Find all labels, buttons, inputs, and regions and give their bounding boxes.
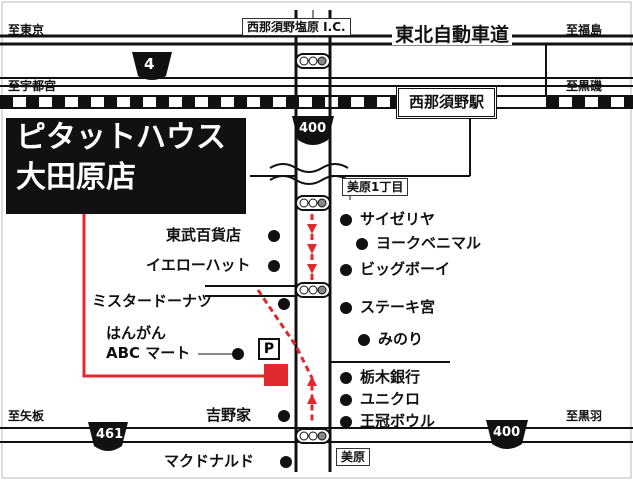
station-label: 西那須野駅 <box>396 86 498 119</box>
railway-tie <box>104 97 117 107</box>
shop-title-line1: ピタットハウス <box>16 120 226 155</box>
railway-tie <box>208 97 221 107</box>
route-400-north-number: 400 <box>299 121 327 136</box>
shop-steak: ステーキ宮 <box>360 298 436 316</box>
railway-tie <box>286 97 299 107</box>
signal-mihara1 <box>295 195 331 211</box>
railway-tie <box>78 97 91 107</box>
access-route-dashed <box>256 289 314 424</box>
marker-bigboy <box>340 264 352 276</box>
marker-yorkbenimaru <box>356 238 368 250</box>
label-to-tokyo: 至東京 <box>8 23 45 37</box>
route-400-south-number: 400 <box>493 425 521 440</box>
shop-yoshinoya: 吉野家 <box>206 406 252 424</box>
shop-title-box: ピタットハウス 大田原店 <box>6 118 246 214</box>
marker-minori <box>358 334 370 346</box>
marker-uniqlo <box>340 394 352 406</box>
railway-tie <box>26 97 39 107</box>
railway-tie <box>312 97 325 107</box>
marker-yoshinoya <box>278 410 290 422</box>
intersection-mihara: 美原 <box>336 448 371 466</box>
shop-hangan: はんがん <box>106 324 167 342</box>
route-461-number: 461 <box>96 427 124 442</box>
parking-sign: P <box>258 338 280 360</box>
marker-steak <box>340 302 352 314</box>
route-400-shield-south <box>486 420 528 449</box>
access-route-red <box>82 214 264 378</box>
railway-tie <box>598 97 611 107</box>
railway-tie <box>364 97 377 107</box>
shop-yellowhat: イエローハット <box>146 256 251 274</box>
signal-top <box>295 53 331 69</box>
marker-misdo <box>278 298 290 310</box>
railway-tie <box>572 97 585 107</box>
railway-tie <box>0 97 13 107</box>
label-to-fukushima: 至福島 <box>566 23 603 37</box>
label-to-yaita: 至矢板 <box>8 409 45 423</box>
marker-oukan-bowl <box>340 416 352 428</box>
marker-saizeriya <box>340 214 352 226</box>
railway-tie <box>234 97 247 107</box>
shop-saizeriya: サイゼリヤ <box>360 210 436 228</box>
arrow-up-1 <box>307 376 317 386</box>
railway-tie <box>624 97 633 107</box>
label-to-utsunomiya: 至宇都宮 <box>8 79 57 93</box>
shop-yorkbenimaru: ヨークベニマル <box>376 234 482 252</box>
intersection-mihara1: 美原1丁目 <box>342 178 409 196</box>
shop-tochigi-bank: 栃木銀行 <box>360 368 421 386</box>
route-400-shield-north <box>292 116 334 145</box>
shop-location-marker <box>264 364 288 386</box>
shop-bigboy: ビッグボーイ <box>360 260 451 278</box>
shop-title-line2: 大田原店 <box>16 160 136 195</box>
signal-mihara <box>295 428 331 444</box>
railway-tie <box>260 97 273 107</box>
marker-hangan <box>232 348 244 360</box>
signal-misdo <box>295 282 331 298</box>
break-mark-bottom <box>269 175 349 185</box>
marker-tobu <box>268 230 280 242</box>
railway-tie <box>546 97 559 107</box>
label-to-kuroiso: 至黒磯 <box>566 79 603 93</box>
shop-misdo: ミスタードーナツ <box>92 292 213 310</box>
railway-tie <box>338 97 351 107</box>
arrow-down-2 <box>307 244 317 254</box>
marker-mcdonalds <box>280 456 292 468</box>
shop-oukan-bowl: 王冠ボウル <box>360 412 436 430</box>
arrow-down-3 <box>307 264 317 274</box>
shop-minori: みのり <box>378 330 424 348</box>
railway-ties <box>0 97 633 107</box>
route-4-shield <box>132 52 172 80</box>
shop-tobu: 東武百貨店 <box>166 226 242 244</box>
marker-yellowhat <box>268 260 280 272</box>
shop-uniqlo: ユニクロ <box>360 390 421 408</box>
route-461-shield <box>88 422 128 451</box>
label-interchange: 西那須野塩原 I.C. <box>242 18 351 36</box>
railway-tie <box>52 97 65 107</box>
shop-mcdonalds: マクドナルド <box>164 452 255 470</box>
shop-abcmart: ABC マート <box>106 344 191 362</box>
railway-tie <box>156 97 169 107</box>
label-to-kurobane: 至黒羽 <box>566 409 603 423</box>
railway-tie <box>182 97 195 107</box>
label-expressway: 東北自動車道 <box>392 26 513 45</box>
route-4-number: 4 <box>144 55 155 73</box>
arrow-down-1 <box>307 224 317 234</box>
break-mark-top <box>269 163 349 173</box>
arrow-up-2 <box>307 394 317 404</box>
railway-tie <box>130 97 143 107</box>
marker-tochigi-bank <box>340 372 352 384</box>
